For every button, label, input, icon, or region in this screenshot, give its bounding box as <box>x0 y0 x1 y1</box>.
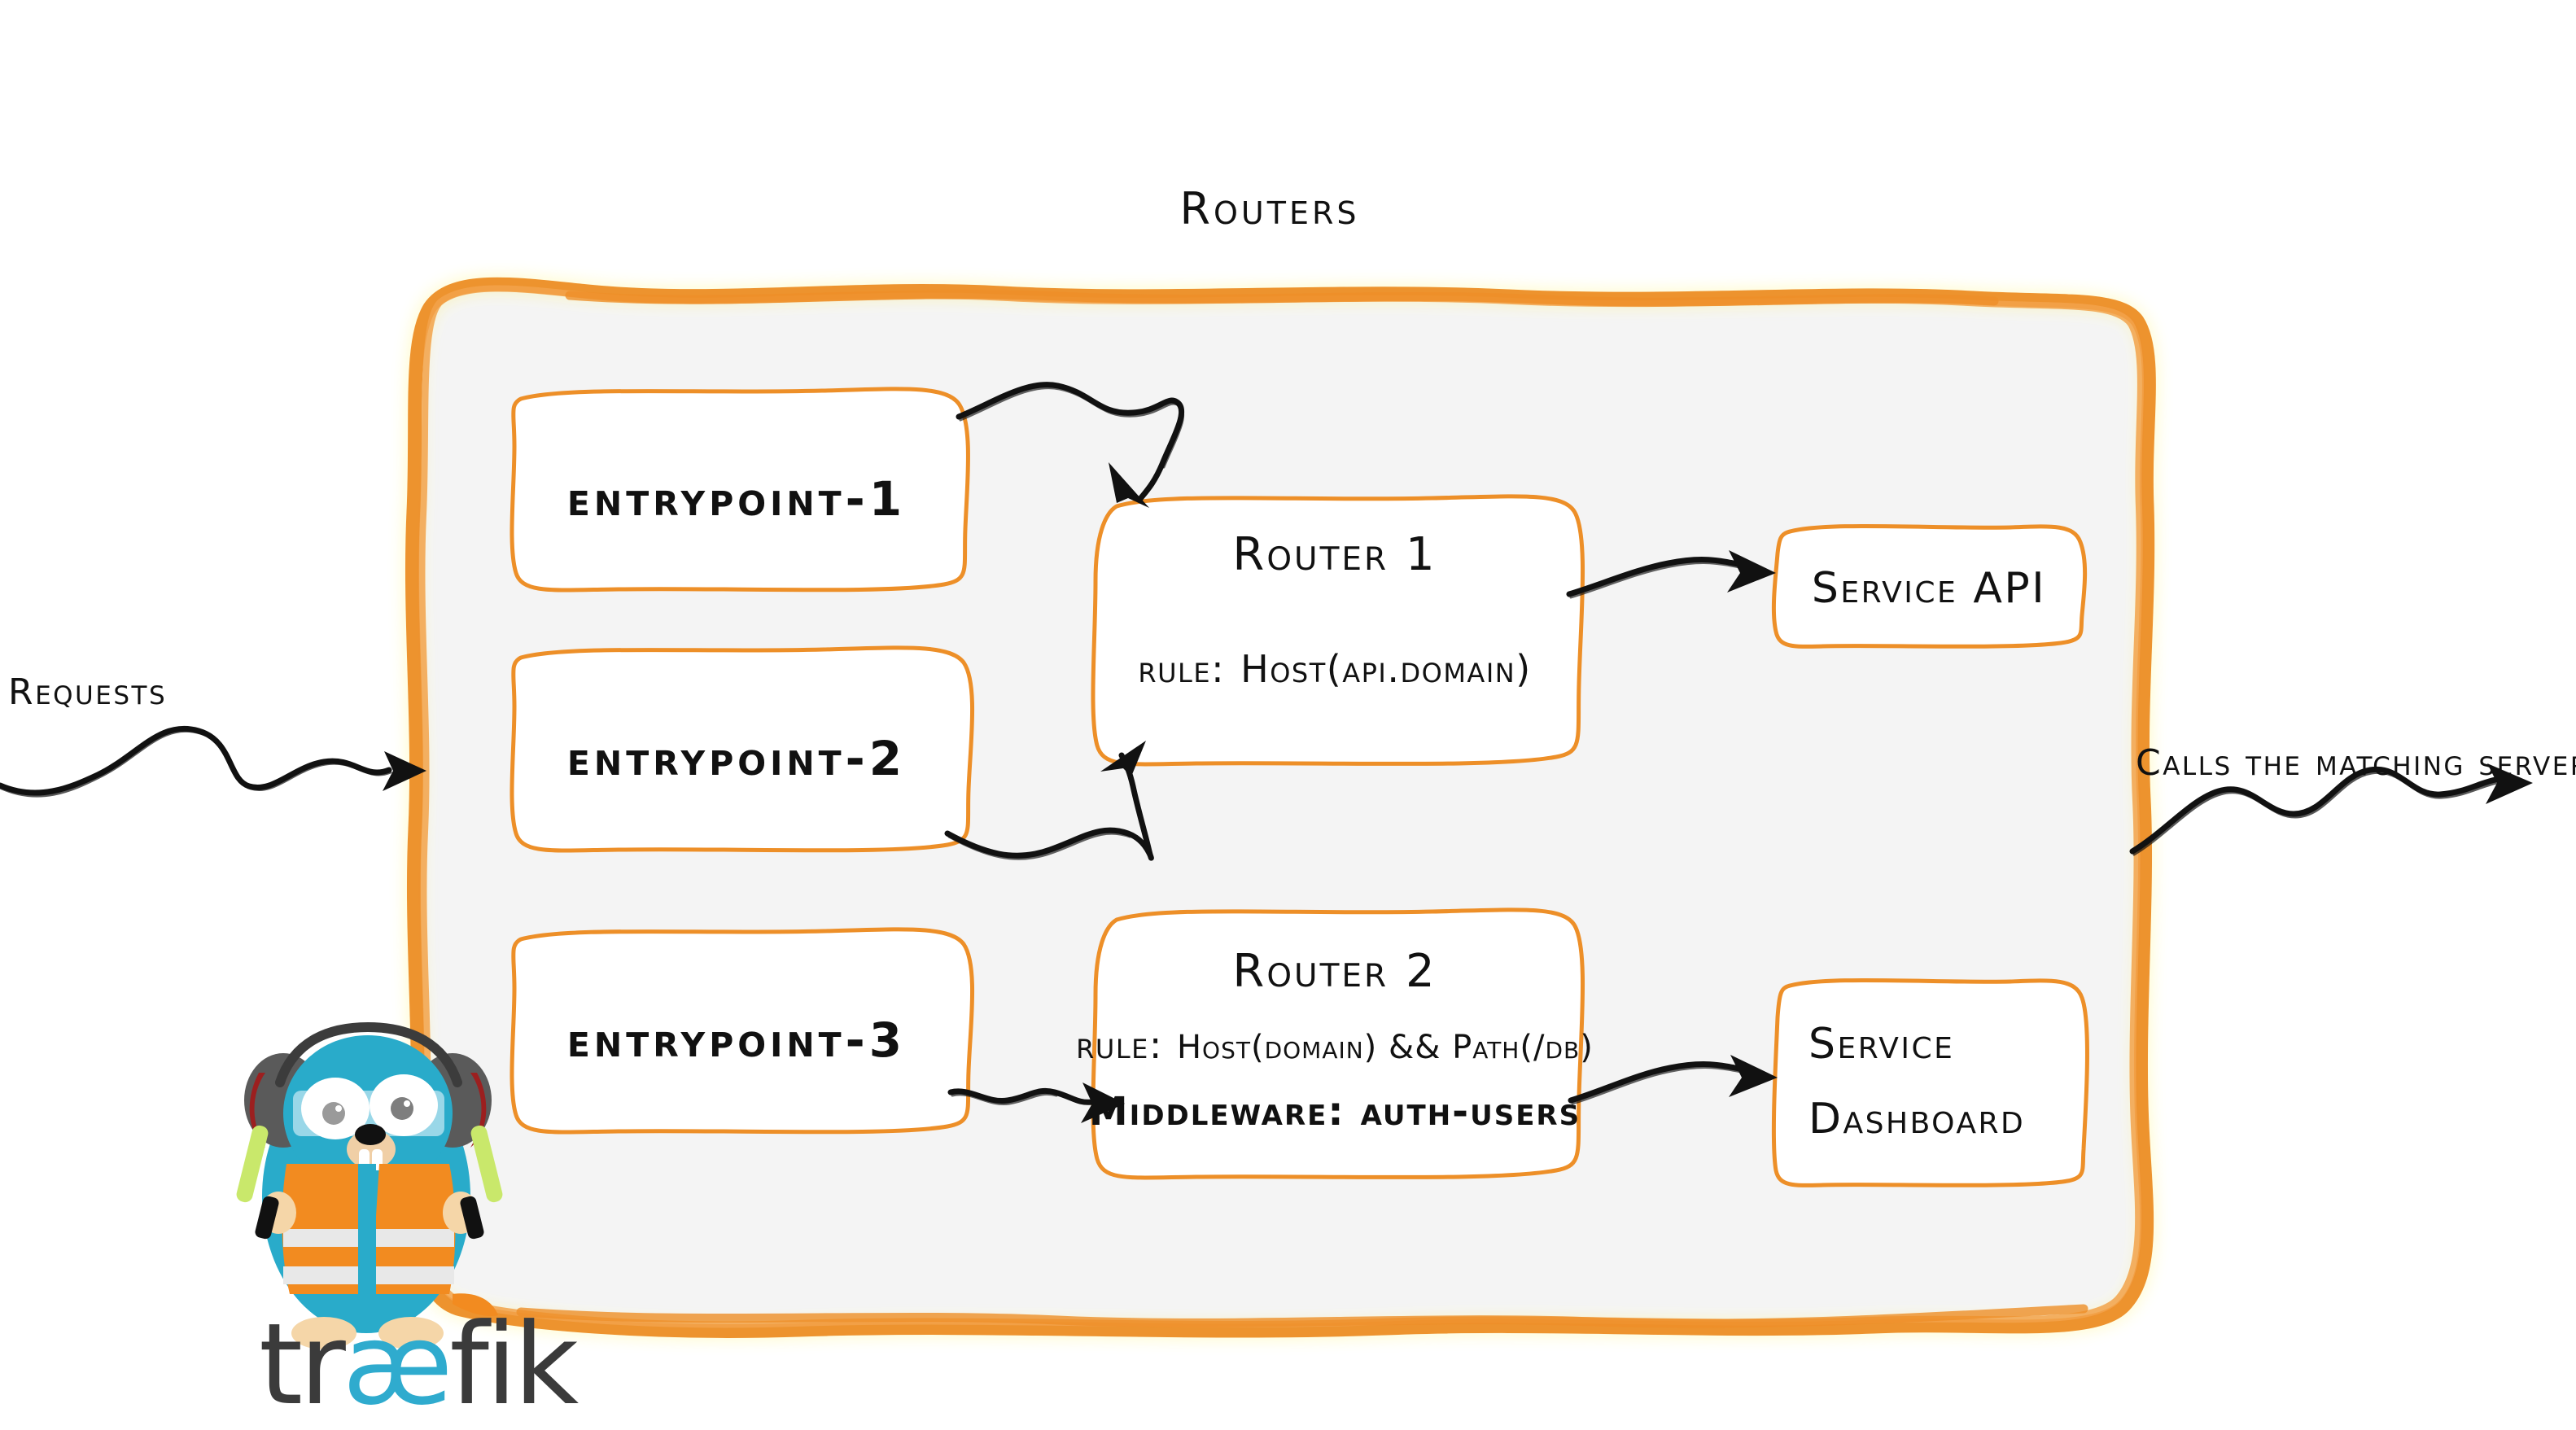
traefik-logo-part-2: æ <box>342 1299 453 1430</box>
arrow-requests-in-head <box>383 751 426 791</box>
router-2-rule: rule: Host(domain) && Path(/db) <box>1076 1023 1594 1067</box>
arrow-router2-to-service-dashboard <box>1568 1055 1778 1105</box>
gopher-nose <box>355 1124 386 1145</box>
arrow-ep3-head <box>1081 1082 1125 1123</box>
arrow-router1-to-service-api <box>1566 550 1776 599</box>
page-title: Routers <box>1180 183 1360 234</box>
label-requests: Requests <box>8 671 167 713</box>
entrypoint-box-3[interactable]: entrypoint-3 <box>510 927 975 1135</box>
router-box-2[interactable]: Router 2 rule: Host(domain) && Path(/db)… <box>1076 907 1594 1180</box>
router-2-middleware: Middleware: auth-users <box>1089 1089 1581 1135</box>
arrow-ep2-to-router1 <box>944 741 1154 861</box>
gopher-tail <box>453 1293 498 1317</box>
arrow-ep1-head <box>1109 462 1149 508</box>
router-box-1[interactable]: Router 1 rule: Host(api.domain) <box>1091 494 1585 767</box>
gopher-vest-gap <box>358 1164 376 1299</box>
gopher-eye-glint-left <box>335 1105 342 1112</box>
gopher-foot-right <box>378 1317 444 1349</box>
router-1-rule: rule: Host(api.domain) <box>1138 647 1531 691</box>
marshalling-wand-left <box>236 1125 279 1240</box>
router-1-rule-value: Host(api.domain) <box>1240 647 1531 691</box>
gopher-foot-left <box>291 1317 356 1349</box>
service-box-api[interactable]: Service API <box>1771 523 2088 649</box>
router-2-middleware-value: auth-users <box>1361 1089 1581 1135</box>
arrow-ep1-to-router1 <box>956 382 1184 508</box>
arrow-calls-out-head <box>2486 763 2533 804</box>
traefik-logo-part-1: tr <box>259 1299 346 1430</box>
entrypoint-3-label: entrypoint-3 <box>567 1012 906 1068</box>
arrow-ep2-head <box>1100 741 1146 776</box>
entrypoint-1-label: entrypoint-1 <box>567 471 906 527</box>
arrow-router1-head <box>1727 550 1776 593</box>
arrow-ep3-to-router2 <box>947 1082 1125 1123</box>
entrypoint-2-label: entrypoint-2 <box>567 731 906 786</box>
service-dashboard-label-line1: Service <box>1808 1020 1954 1069</box>
router-2-title: Router 2 <box>1232 945 1437 998</box>
router-2-middleware-prefix: Middleware: <box>1089 1089 1345 1135</box>
arrow-calls-out <box>2129 763 2533 856</box>
gopher-eye-glint-right <box>404 1100 410 1107</box>
router-1-rule-prefix: rule: <box>1138 647 1225 691</box>
marshalling-wand-right <box>460 1125 503 1240</box>
arrow-requests-in <box>0 725 426 798</box>
traefik-gopher-mascot <box>236 1021 503 1349</box>
routers-panel-border-stroke-4 <box>516 1304 2088 1328</box>
traefik-logo: træfik <box>259 1299 584 1430</box>
entrypoint-box-2[interactable]: entrypoint-2 <box>510 645 975 853</box>
router-2-rule-value: Host(domain) && Path(/db) <box>1177 1029 1594 1066</box>
router-1-title: Router 1 <box>1232 528 1437 581</box>
routers-panel-border-stroke-3 <box>565 289 1999 307</box>
router-2-rule-prefix: rule: <box>1076 1023 1163 1067</box>
service-box-dashboard[interactable]: Service Dashboard <box>1771 977 2089 1187</box>
label-calls-matching-server: Calls the matching server <box>2136 742 2576 784</box>
service-api-label: Service API <box>1812 564 2046 613</box>
traefik-logo-part-3: fik <box>449 1299 579 1430</box>
gopher-pupil-left <box>322 1102 345 1125</box>
gopher-pupil-right <box>391 1097 413 1120</box>
headphone-band <box>275 1021 462 1087</box>
service-dashboard-label-line2: Dashboard <box>1808 1095 2025 1144</box>
entrypoint-box-1[interactable]: entrypoint-1 <box>510 387 970 593</box>
arrow-router2-head <box>1729 1055 1778 1097</box>
